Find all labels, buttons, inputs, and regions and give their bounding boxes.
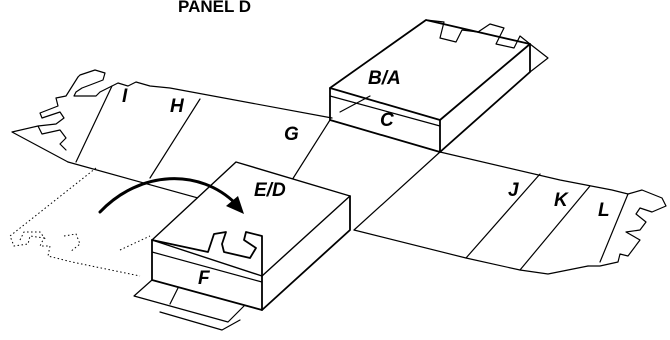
label-ED: E/D: [254, 180, 286, 201]
top-box: [329, 19, 549, 153]
top-box-inner-fold: [329, 95, 441, 127]
ghost-slot-1: [19, 231, 47, 241]
right-arm: [353, 151, 667, 275]
panel-title: PANEL D: [178, 0, 251, 16]
label-H: H: [170, 96, 185, 117]
left-tab-slot: [37, 125, 67, 151]
ghost-fold: [119, 235, 151, 251]
bottom-box-lid-notch: [151, 231, 263, 277]
top-box-back-flap: [529, 43, 549, 73]
ghost-panel: [9, 167, 151, 277]
bottom-box-front: [151, 239, 263, 311]
fold-line-H-G: [149, 98, 201, 179]
top-box-front: [329, 87, 441, 153]
label-C: C: [380, 110, 394, 131]
centre-left-edge: [291, 119, 331, 181]
label-G: G: [284, 124, 299, 145]
label-K: K: [554, 190, 569, 211]
centre-right-edge: [353, 151, 441, 231]
ghost-outline: [9, 167, 141, 277]
fold-line-I-H: [75, 85, 113, 163]
left-arm-top-edge: [73, 69, 333, 119]
fold-line-J-K: [465, 173, 541, 259]
bottom-box-inner-fold: [151, 251, 263, 283]
label-J: J: [508, 180, 519, 201]
top-box-side: [439, 43, 531, 153]
bottom-box-side: [261, 195, 351, 311]
centre-base: [291, 119, 441, 231]
label-I: I: [122, 86, 128, 107]
label-F: F: [198, 268, 211, 289]
label-L: L: [598, 200, 610, 221]
curved-arrow-icon: [98, 177, 244, 214]
bottom-box: [133, 161, 351, 331]
top-box-flap-line: [339, 95, 371, 113]
arrow-head: [226, 196, 244, 214]
label-BA: B/A: [368, 68, 401, 89]
left-tab-I: [11, 76, 79, 163]
ghost-slot-2: [63, 233, 81, 253]
bottom-flap-1: [133, 279, 245, 323]
fold-line-K-L: [519, 185, 591, 271]
bottom-flap-2: [159, 287, 241, 331]
fold-line-L-tab: [599, 193, 629, 263]
top-box-lid-notch: [425, 19, 531, 49]
